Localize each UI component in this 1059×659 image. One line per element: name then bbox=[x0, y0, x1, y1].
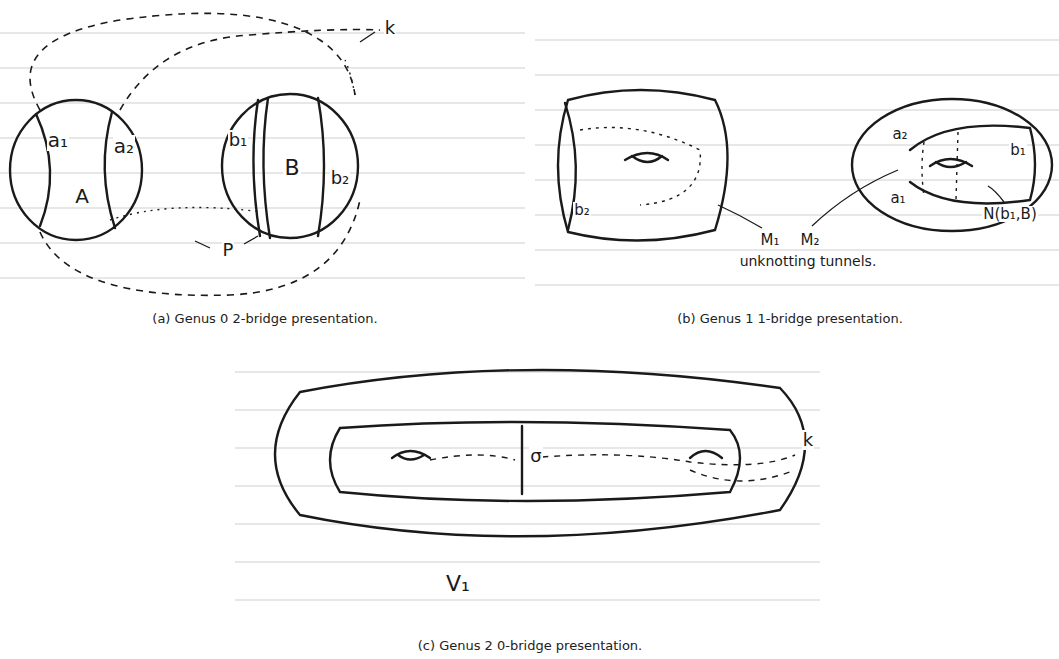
caption: (c) Genus 2 0-bridge presentation. bbox=[418, 638, 643, 653]
curve-label: P bbox=[222, 240, 235, 260]
curve-label: b₂ bbox=[573, 202, 591, 219]
curve-label: a₂ bbox=[113, 135, 135, 157]
curve-label: N(b₁,B) bbox=[982, 206, 1038, 223]
curve-label: a₂ bbox=[891, 126, 908, 143]
curve-label: unknotting tunnels. bbox=[739, 254, 878, 269]
curve-label: M₂ bbox=[800, 232, 821, 249]
curve-label: b₁ bbox=[228, 130, 249, 150]
curve-label: b₁ bbox=[1009, 142, 1027, 159]
curve-label: σ bbox=[529, 446, 542, 466]
curve-label: B bbox=[283, 156, 300, 180]
curve-label: a₁ bbox=[47, 129, 69, 151]
curve-label: a₁ bbox=[889, 190, 906, 207]
curve-label: k bbox=[384, 18, 396, 38]
caption: (b) Genus 1 1-bridge presentation. bbox=[677, 311, 903, 326]
caption: (a) Genus 0 2-bridge presentation. bbox=[152, 311, 377, 326]
curve-label: M₁ bbox=[760, 232, 781, 249]
curve-label: A bbox=[74, 185, 90, 207]
curve-label: b₂ bbox=[330, 168, 351, 188]
curve-label: V₁ bbox=[445, 572, 471, 596]
curve-label: k bbox=[802, 430, 814, 450]
